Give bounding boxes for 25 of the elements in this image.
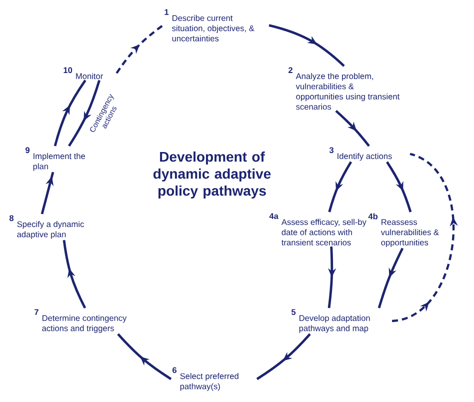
- step-label: 7 Determine contingency actions and triggers: [34, 309, 127, 333]
- arrow: [378, 248, 404, 308]
- title: Development of dynamic adaptive policy pathways: [153, 151, 271, 199]
- arrow: [256, 333, 311, 380]
- step-label: 1 Describe current situation, objectives, & uncertainties: [164, 9, 254, 42]
- arrow: [116, 24, 164, 74]
- step-label: 3 Identify actions: [329, 147, 392, 161]
- step-label: 10 Monitor: [64, 67, 103, 80]
- arrow: [54, 80, 86, 146]
- arrow: [386, 161, 412, 212]
- arrow: [117, 333, 172, 380]
- arrow: [268, 24, 345, 67]
- arrow: [328, 246, 336, 308]
- step-label: 5 Develop adaptation pathways and map: [291, 309, 370, 333]
- arrow: [68, 80, 100, 147]
- arrow: [62, 240, 86, 309]
- arrow: [40, 172, 54, 214]
- step-label: 8 Specify a dynamic adaptive plan: [9, 215, 84, 239]
- step-label: 6 Select preferred pathway(s): [172, 367, 238, 391]
- arrow: [328, 161, 352, 212]
- step-label: 9 Implement the plan: [25, 147, 86, 171]
- step-label: 4b Reassess vulnerabilities & opportunities: [368, 213, 439, 248]
- step-label: 2 Analyze the problem, vulnerabilities & opportunities using transient scenarios: [288, 67, 400, 110]
- step-label: 4a Assess efficacy, sell-by date of actions with transient scenarios: [269, 213, 366, 246]
- arrow: [335, 110, 370, 147]
